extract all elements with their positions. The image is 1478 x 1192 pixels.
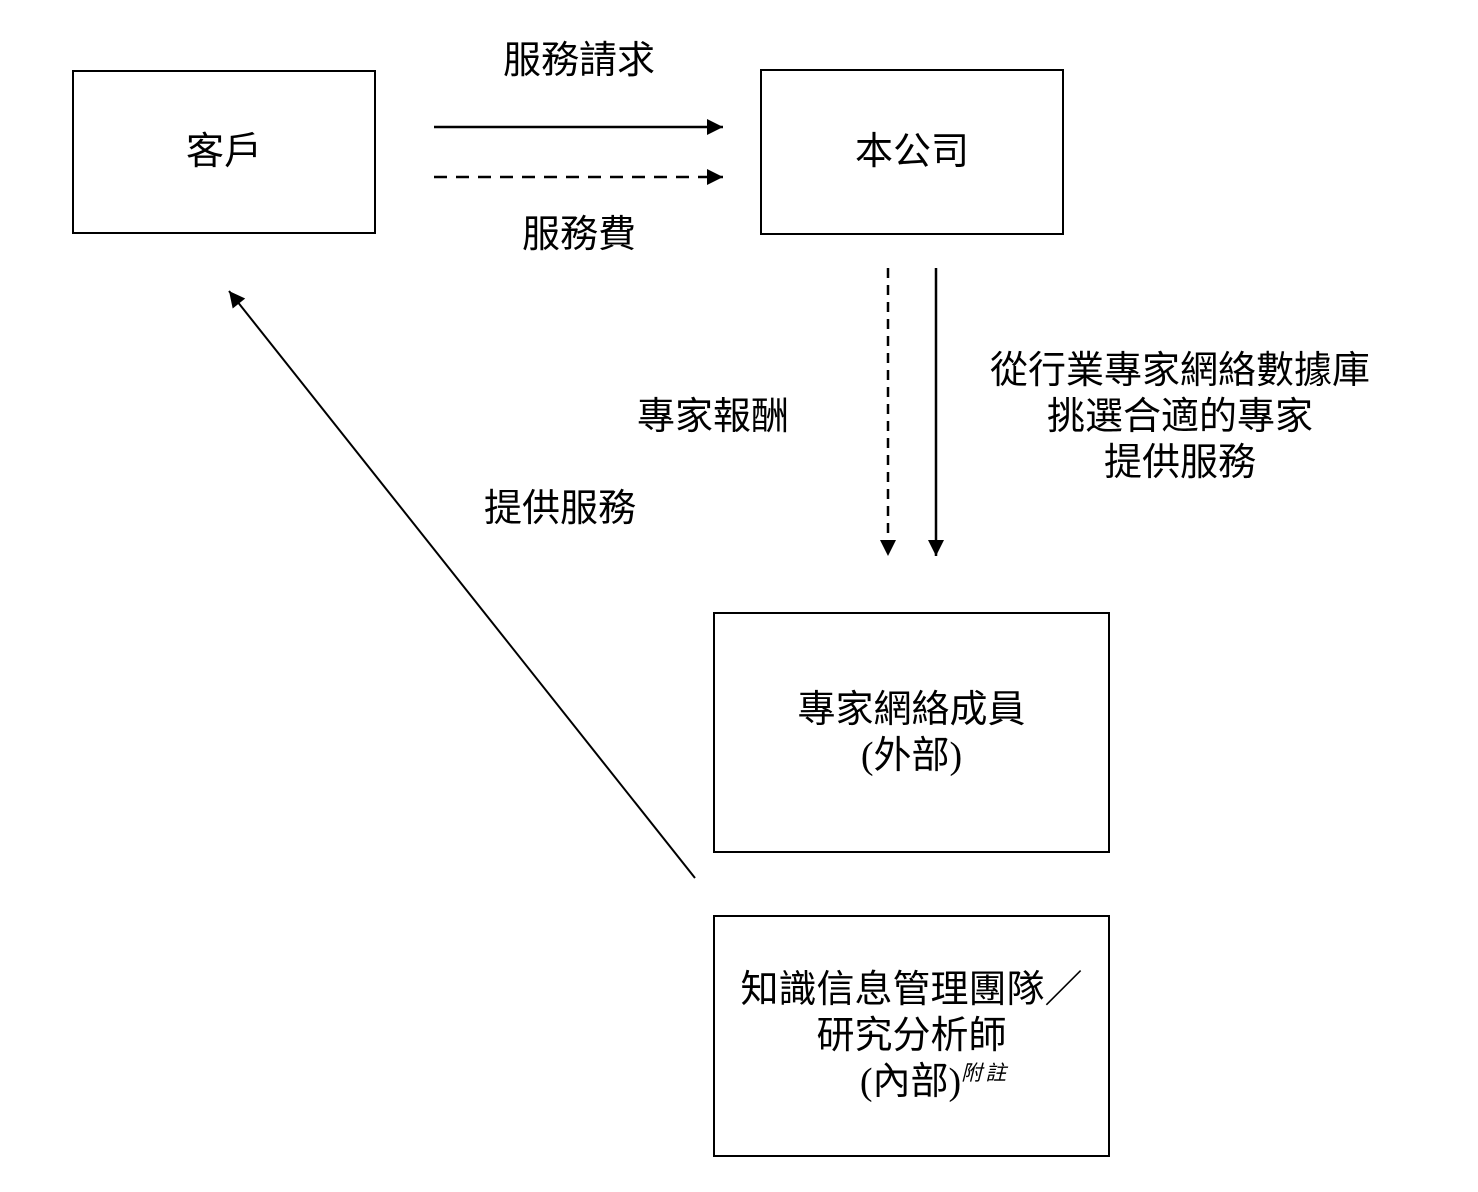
service-request-label: 服務請求	[502, 40, 655, 82]
expert-network-label-line1: 專家網絡成員	[797, 688, 1026, 731]
customer-box: 客戶	[72, 70, 376, 234]
select-experts-label-line1: 從行業專家網絡數據庫	[989, 350, 1370, 392]
knowledge-team-internal-text: (內部)	[859, 1061, 962, 1103]
knowledge-team-box: 知識信息管理團隊／ 研究分析師 (內部)附註	[713, 915, 1110, 1157]
footnote-superscript: 附註	[961, 1061, 1010, 1085]
customer-label: 客戶	[185, 131, 262, 173]
select-experts-label-line3: 提供服務	[1103, 442, 1256, 484]
expert-network-box: 專家網絡成員 (外部)	[713, 612, 1110, 853]
service-fee-label: 服務費	[521, 214, 636, 256]
provide-services-arrow	[228, 290, 696, 879]
knowledge-team-label-line3: (內部)附註	[814, 1059, 1009, 1105]
provide-services-label: 提供服務	[483, 488, 636, 530]
company-label: 本公司	[854, 131, 969, 173]
expert-network-label-line2: (外部)	[860, 734, 963, 777]
knowledge-team-label-line2: 研究分析師	[816, 1015, 1007, 1057]
select-experts-label: 從行業專家網絡數據庫 挑選合適的專家 提供服務	[980, 348, 1380, 486]
knowledge-team-label-line1: 知識信息管理團隊／	[740, 969, 1083, 1011]
company-box: 本公司	[760, 69, 1064, 235]
select-experts-label-line2: 挑選合適的專家	[1046, 396, 1313, 438]
expert-remuneration-label: 專家報酬	[636, 396, 789, 438]
